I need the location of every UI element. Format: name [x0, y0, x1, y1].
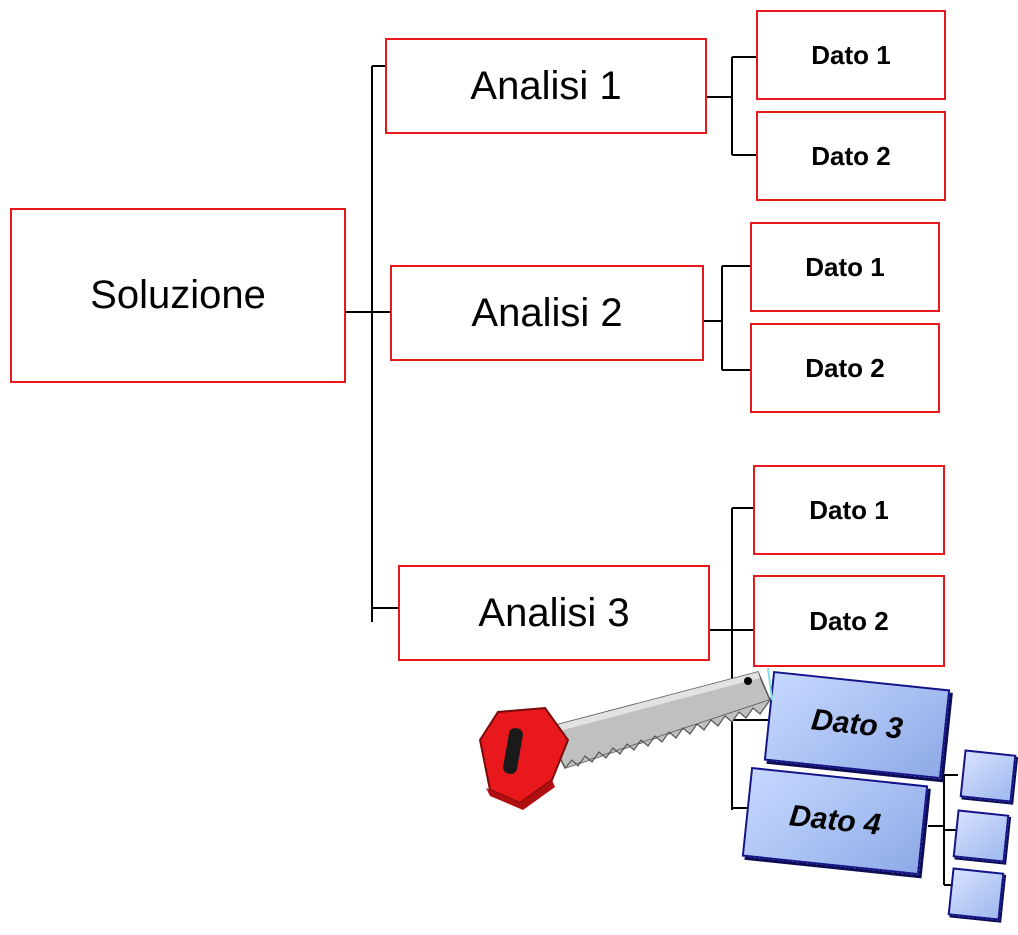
datum-label: Dato 2 — [805, 352, 885, 383]
datum-label: Dato 1 — [809, 494, 889, 525]
datum-box-a2-2: Dato 2 — [750, 323, 940, 413]
analysis-label: Analisi 3 — [478, 590, 630, 635]
analysis-box-2: Analisi 2 — [390, 265, 704, 361]
datum-box-a1-2: Dato 2 — [756, 111, 946, 201]
analysis-box-3: Analisi 3 — [398, 565, 710, 661]
datum-box-a1-1: Dato 1 — [756, 10, 946, 100]
datum-label: Dato 1 — [811, 39, 891, 70]
datum-label: Dato 1 — [805, 251, 885, 282]
datum-label: Dato 2 — [809, 605, 889, 636]
analysis-box-1: Analisi 1 — [385, 38, 707, 134]
datum-box-a2-1: Dato 1 — [750, 222, 940, 312]
root-label: Soluzione — [90, 273, 266, 317]
analysis-label: Analisi 1 — [470, 63, 622, 108]
datum-box-a3-2: Dato 2 — [753, 575, 945, 667]
datum-box-a3-1: Dato 1 — [753, 465, 945, 555]
root-box: Soluzione — [10, 208, 346, 383]
datum-label: Dato 2 — [811, 140, 891, 171]
analysis-label: Analisi 2 — [471, 290, 623, 335]
